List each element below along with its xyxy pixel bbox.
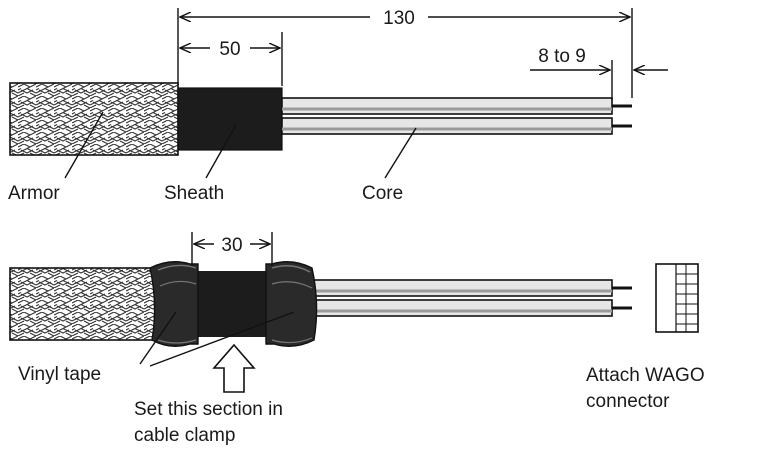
- top-labels: Armor Sheath Core: [8, 111, 417, 204]
- vinyl-tape-left: [149, 261, 199, 347]
- armor-label: Armor: [8, 183, 60, 204]
- vinyl-tape-label: Vinyl tape: [18, 364, 101, 385]
- sheath-label: Sheath: [164, 183, 224, 204]
- wago-connector: [655, 263, 699, 333]
- armor-section-bottom: [9, 267, 176, 341]
- dimension-50: 50: [180, 32, 283, 86]
- core-wires: [281, 97, 632, 135]
- armor-section: [9, 82, 179, 156]
- bottom-cable: [9, 261, 632, 347]
- bottom-labels: Vinyl tape Set this section in cable cla…: [18, 311, 705, 446]
- vinyl-tape-right: [265, 261, 318, 347]
- wago-label-line2: connector: [586, 391, 670, 412]
- sheath-section: [177, 87, 283, 151]
- dimension-130-label: 130: [383, 8, 415, 29]
- dimension-8-to-9-label: 8 to 9: [538, 46, 586, 67]
- up-arrow-icon: [212, 343, 256, 393]
- dimension-30-label: 30: [221, 235, 242, 256]
- top-cable: [9, 82, 632, 156]
- cable-clamp-label-line1: Set this section in: [134, 399, 283, 420]
- dimension-8-to-9: 8 to 9: [530, 46, 668, 100]
- wago-label-line1: Attach WAGO: [586, 365, 705, 386]
- dimension-50-label: 50: [219, 39, 240, 60]
- dimension-130: 130: [177, 8, 633, 98]
- core-wires-bottom: [299, 279, 632, 317]
- core-label: Core: [362, 183, 403, 204]
- dimension-30: 30: [191, 232, 273, 266]
- cable-clamp-label-line2: cable clamp: [134, 425, 235, 446]
